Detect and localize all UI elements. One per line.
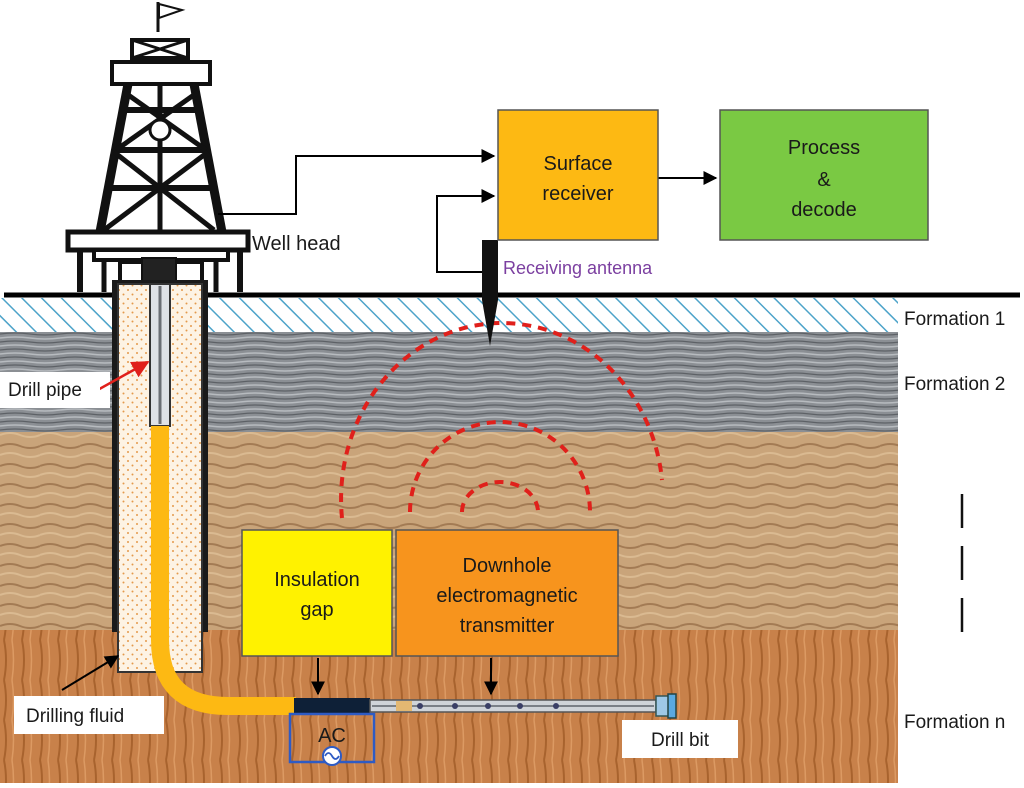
surface-receiver-line-2: receiver [542, 183, 613, 205]
drill-bit-callout: Drill bit [622, 720, 738, 758]
formation-1-label: Formation 1 [904, 309, 1005, 330]
process-decode-box: Process & decode [719, 109, 929, 241]
transmitter-line-1: Downhole [463, 555, 552, 577]
process-decode-line-1: Process [788, 137, 860, 159]
signal-arrows [61, 149, 718, 696]
drilling-fluid-label: Drilling fluid [26, 706, 124, 727]
drill-pipe-callout: Drill pipe [4, 374, 100, 404]
transmitter-line-3: transmitter [460, 615, 555, 637]
ac-source-label: AC [318, 725, 346, 747]
formation-2-label: Formation 2 [904, 374, 1005, 395]
transmitter-line-2: electromagnetic [436, 585, 577, 607]
drilling-fluid-pointer [61, 655, 120, 691]
transmitter-box: Downhole electromagnetic transmitter [395, 529, 619, 657]
antenna-to-receiver-arrow [436, 189, 496, 273]
drill-bit-icon [655, 693, 677, 719]
em-arc-inner [460, 480, 540, 513]
insulation-gap-line-2: gap [300, 599, 333, 621]
wellhead-to-receiver-arrow [218, 149, 496, 215]
ac-source-circuit: AC [288, 712, 376, 766]
em-wave-arcs [339, 320, 664, 519]
drill-pipe-label: Drill pipe [8, 380, 82, 401]
drilling-fluid-callout: Drilling fluid [14, 696, 164, 734]
em-arc-middle [408, 420, 592, 513]
drill-string-curve [151, 426, 296, 715]
receiving-antenna-icon [482, 240, 498, 346]
drill-bit-label: Drill bit [651, 730, 710, 751]
drill-pipe-pointer [93, 360, 150, 394]
formation-n-label: Formation n [904, 712, 1005, 733]
surface-receiver-box: Surface receiver [497, 109, 659, 241]
well-head-label: Well head [252, 233, 341, 255]
surface-receiver-line-1: Surface [544, 153, 613, 175]
em-arc-outer [339, 320, 664, 519]
process-decode-line-2: & [817, 169, 831, 191]
receiving-antenna-label: Receiving antenna [503, 258, 653, 278]
downhole-tool-string [294, 693, 677, 719]
process-decode-line-3: decode [791, 199, 857, 221]
drilling-rig-icon [65, 2, 251, 292]
insulation-gap-box: Insulation gap [241, 529, 393, 657]
insulation-gap-line-1: Insulation [274, 569, 360, 591]
insulation-gap-segment [294, 698, 370, 714]
